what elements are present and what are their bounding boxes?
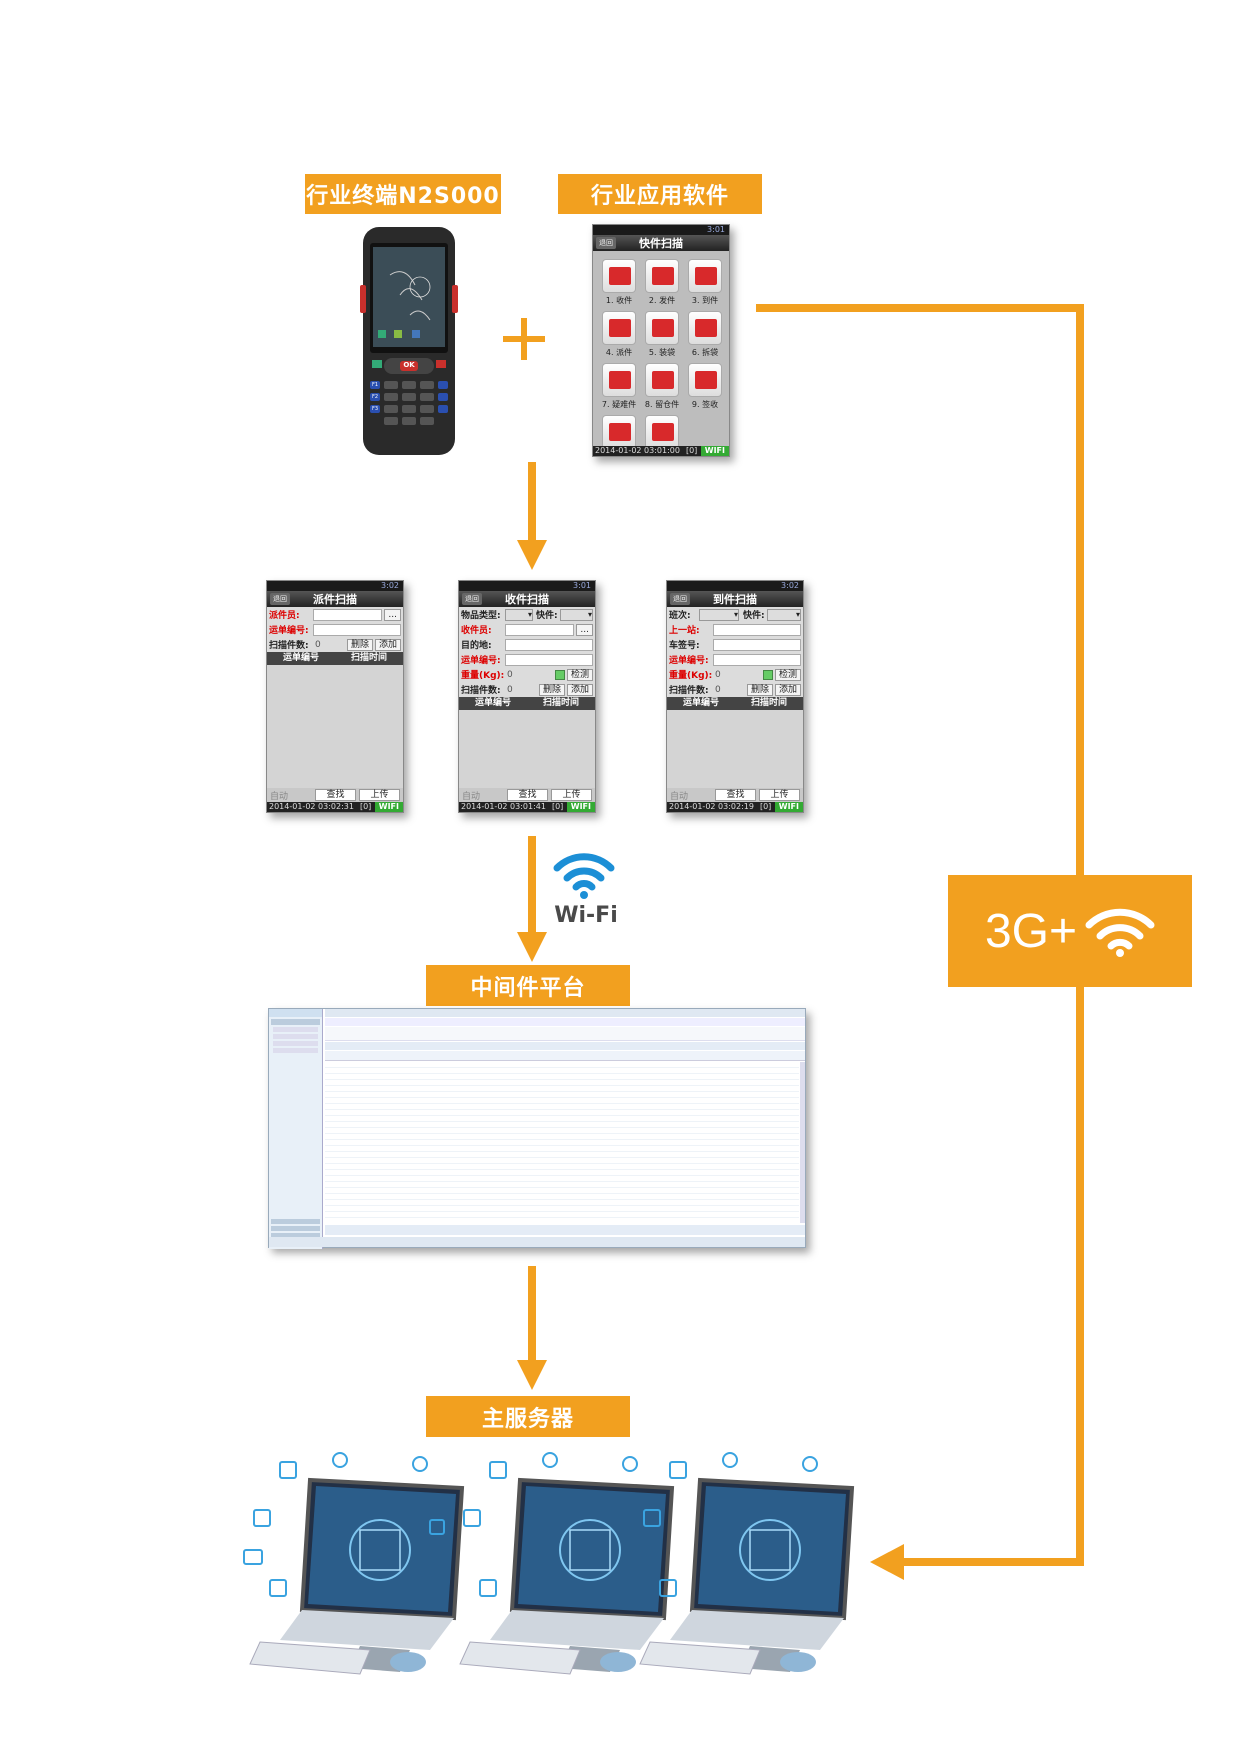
- arrival-scan-screen: 3:02 退回到件扫描 班次:▾快件:▾ 上一站: 车签号: 运单编号: 重量(…: [666, 580, 804, 813]
- status-bar: 3:01: [593, 225, 729, 235]
- ok-key-label: OK: [403, 361, 415, 369]
- terminal-label: 行业终端N2S000: [305, 174, 501, 214]
- back-button[interactable]: 退回: [270, 593, 290, 605]
- receiver-input[interactable]: [505, 623, 575, 636]
- menu-label-7: 7. 疑难件: [601, 400, 637, 409]
- software-label: 行业应用软件: [558, 174, 762, 214]
- menu-label-2: 2. 发件: [648, 296, 676, 305]
- waybill-input[interactable]: [313, 623, 401, 636]
- delete-button[interactable]: 删除: [346, 638, 373, 651]
- menu-tile-10[interactable]: [602, 415, 636, 449]
- more-button[interactable]: ...: [576, 623, 593, 636]
- upload-button[interactable]: 上传: [551, 789, 592, 801]
- menu-label-5: 5. 装袋: [648, 348, 676, 357]
- list-header: 运单编号扫描时间: [667, 697, 803, 710]
- screen-title: 派件扫描: [313, 593, 357, 606]
- network-label: 3G+: [984, 904, 1078, 958]
- menu-tile-2[interactable]: [645, 259, 679, 293]
- fast-select[interactable]: ▾: [766, 608, 801, 621]
- menu-tile-7[interactable]: [602, 363, 636, 397]
- plus-icon: [503, 318, 545, 360]
- menu-label-4: 4. 派件: [605, 348, 633, 357]
- f1-key-label: F1: [371, 382, 379, 388]
- menu-screen: 3:01 退回 快件扫描 1. 收件 2. 发件 3. 到件 4. 派件 5. …: [592, 224, 730, 457]
- prev-station-input[interactable]: [713, 623, 801, 636]
- vehicle-tag-input[interactable]: [713, 638, 801, 651]
- menu-grid: 1. 收件 2. 发件 3. 到件 4. 派件 5. 装袋 6. 拆袋 7. 疑…: [593, 251, 729, 449]
- arrow-down-1: [517, 462, 547, 570]
- waybill-input[interactable]: [505, 653, 593, 666]
- receive-scan-screen: 3:01 退回收件扫描 物品类型:▾快件:▾ 收件员:... 目的地: 运单编号…: [458, 580, 596, 813]
- middleware-screenshot: [268, 1008, 806, 1249]
- menu-tile-9[interactable]: [688, 363, 722, 397]
- server-computer-2: [459, 1452, 675, 1675]
- menu-footer: 2014-01-02 03:01:00 [0] WIFI: [593, 446, 729, 456]
- auto-checkbox[interactable]: 自动: [462, 791, 481, 802]
- courier-input[interactable]: [313, 608, 383, 621]
- back-button[interactable]: 退回: [670, 593, 690, 605]
- server-computer-1: [243, 1452, 465, 1675]
- more-button[interactable]: ...: [384, 608, 401, 621]
- waybill-input[interactable]: [713, 653, 801, 666]
- destination-input[interactable]: [505, 638, 593, 651]
- add-button[interactable]: 添加: [566, 683, 593, 696]
- menu-label-6: 6. 拆袋: [691, 348, 719, 357]
- find-button[interactable]: 查找: [507, 789, 548, 801]
- menu-title-bar: 退回 快件扫描: [593, 235, 729, 251]
- find-button[interactable]: 查找: [715, 789, 756, 801]
- screen-title: 收件扫描: [505, 593, 549, 606]
- fast-select[interactable]: ▾: [559, 608, 593, 621]
- menu-tile-5[interactable]: [645, 311, 679, 345]
- back-button[interactable]: 退回: [462, 593, 482, 605]
- arrow-down-2: [517, 836, 547, 962]
- wifi-label: Wi-Fi: [554, 903, 618, 928]
- server-label: 主服务器: [426, 1396, 630, 1437]
- menu-tile-11[interactable]: [645, 415, 679, 449]
- upload-button[interactable]: 上传: [759, 789, 800, 801]
- menu-label-8: 8. 留仓件: [644, 400, 680, 409]
- wifi-status: WIFI: [700, 446, 729, 456]
- find-button[interactable]: 查找: [315, 789, 356, 801]
- menu-title: 快件扫描: [639, 237, 683, 250]
- upload-button[interactable]: 上传: [359, 789, 400, 801]
- menu-label-1: 1. 收件: [605, 296, 633, 305]
- list-header: 运单编号扫描时间: [459, 697, 595, 710]
- signal-icon: [1085, 908, 1155, 957]
- shift-select[interactable]: ▾: [699, 608, 739, 621]
- menu-tile-4[interactable]: [602, 311, 636, 345]
- detect-checkbox[interactable]: [554, 669, 565, 680]
- item-type-select[interactable]: ▾: [505, 608, 533, 621]
- network-box: 3G+: [948, 875, 1192, 987]
- arrow-down-3: [517, 1266, 547, 1390]
- server-computer-3: [639, 1452, 855, 1675]
- back-button[interactable]: 退回: [596, 237, 616, 249]
- f2-key-label: F2: [371, 394, 379, 400]
- handheld-terminal: OK F1 F2 F3: [360, 225, 458, 457]
- menu-tile-3[interactable]: [688, 259, 722, 293]
- delete-button[interactable]: 删除: [746, 683, 773, 696]
- delete-button[interactable]: 删除: [538, 683, 565, 696]
- menu-label-3: 3. 到件: [691, 296, 719, 305]
- detect-button[interactable]: 检测: [566, 668, 593, 681]
- f3-key-label: F3: [371, 406, 379, 412]
- screen-title: 到件扫描: [713, 593, 757, 606]
- menu-tile-6[interactable]: [688, 311, 722, 345]
- menu-label-9: 9. 签收: [691, 400, 719, 409]
- auto-checkbox[interactable]: 自动: [270, 791, 289, 802]
- menu-tile-1[interactable]: [602, 259, 636, 293]
- middleware-label: 中间件平台: [426, 965, 630, 1006]
- wifi-icon: [553, 853, 615, 899]
- auto-checkbox[interactable]: 自动: [670, 791, 689, 802]
- detect-checkbox[interactable]: [762, 669, 773, 680]
- list-header: 运单编号扫描时间: [267, 652, 403, 665]
- detect-button[interactable]: 检测: [774, 668, 801, 681]
- menu-tile-8[interactable]: [645, 363, 679, 397]
- add-button[interactable]: 添加: [374, 638, 401, 651]
- add-button[interactable]: 添加: [774, 683, 801, 696]
